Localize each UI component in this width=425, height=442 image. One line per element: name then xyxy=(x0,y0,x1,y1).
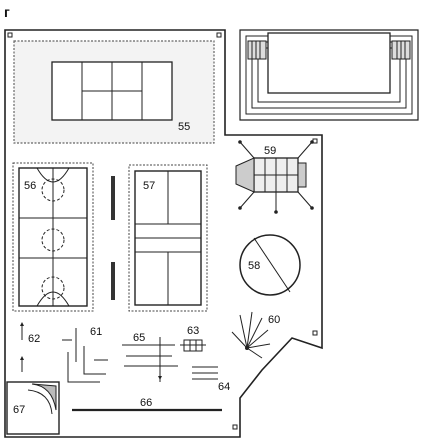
area-60: 60 xyxy=(231,311,280,359)
label-61: 61 xyxy=(90,326,102,338)
area-61: 61 xyxy=(62,326,108,383)
area-63: 63 xyxy=(180,325,206,352)
label-63: 63 xyxy=(187,325,199,337)
label-62: 62 xyxy=(28,333,40,345)
label-56: 56 xyxy=(24,180,36,192)
area-56: 56 xyxy=(12,162,94,312)
label-58: 58 xyxy=(248,260,260,272)
label-59: 59 xyxy=(264,145,276,157)
label-55: 55 xyxy=(178,121,190,133)
area-55: 55 xyxy=(13,40,215,144)
area-62: 62 xyxy=(20,322,40,372)
divider-lower xyxy=(111,262,115,300)
label-66: 66 xyxy=(140,397,152,409)
divider-upper xyxy=(111,176,115,220)
area-67: 67 xyxy=(6,381,60,435)
area-65: 65 xyxy=(122,332,178,382)
boundary-corner-marks xyxy=(7,32,318,430)
label-57: 57 xyxy=(143,180,155,192)
area-64: 64 xyxy=(192,366,230,393)
figure-letter: г xyxy=(4,4,10,20)
label-67: 67 xyxy=(13,404,25,416)
label-64: 64 xyxy=(218,381,230,393)
label-65: 65 xyxy=(133,332,145,344)
area-57: 57 xyxy=(128,164,208,312)
area-66: 66 xyxy=(72,397,222,412)
area-59: 59 xyxy=(235,140,314,214)
area-58: 58 xyxy=(239,234,301,296)
label-60: 60 xyxy=(268,314,280,326)
site-boundary xyxy=(4,29,323,438)
pool xyxy=(239,29,419,121)
